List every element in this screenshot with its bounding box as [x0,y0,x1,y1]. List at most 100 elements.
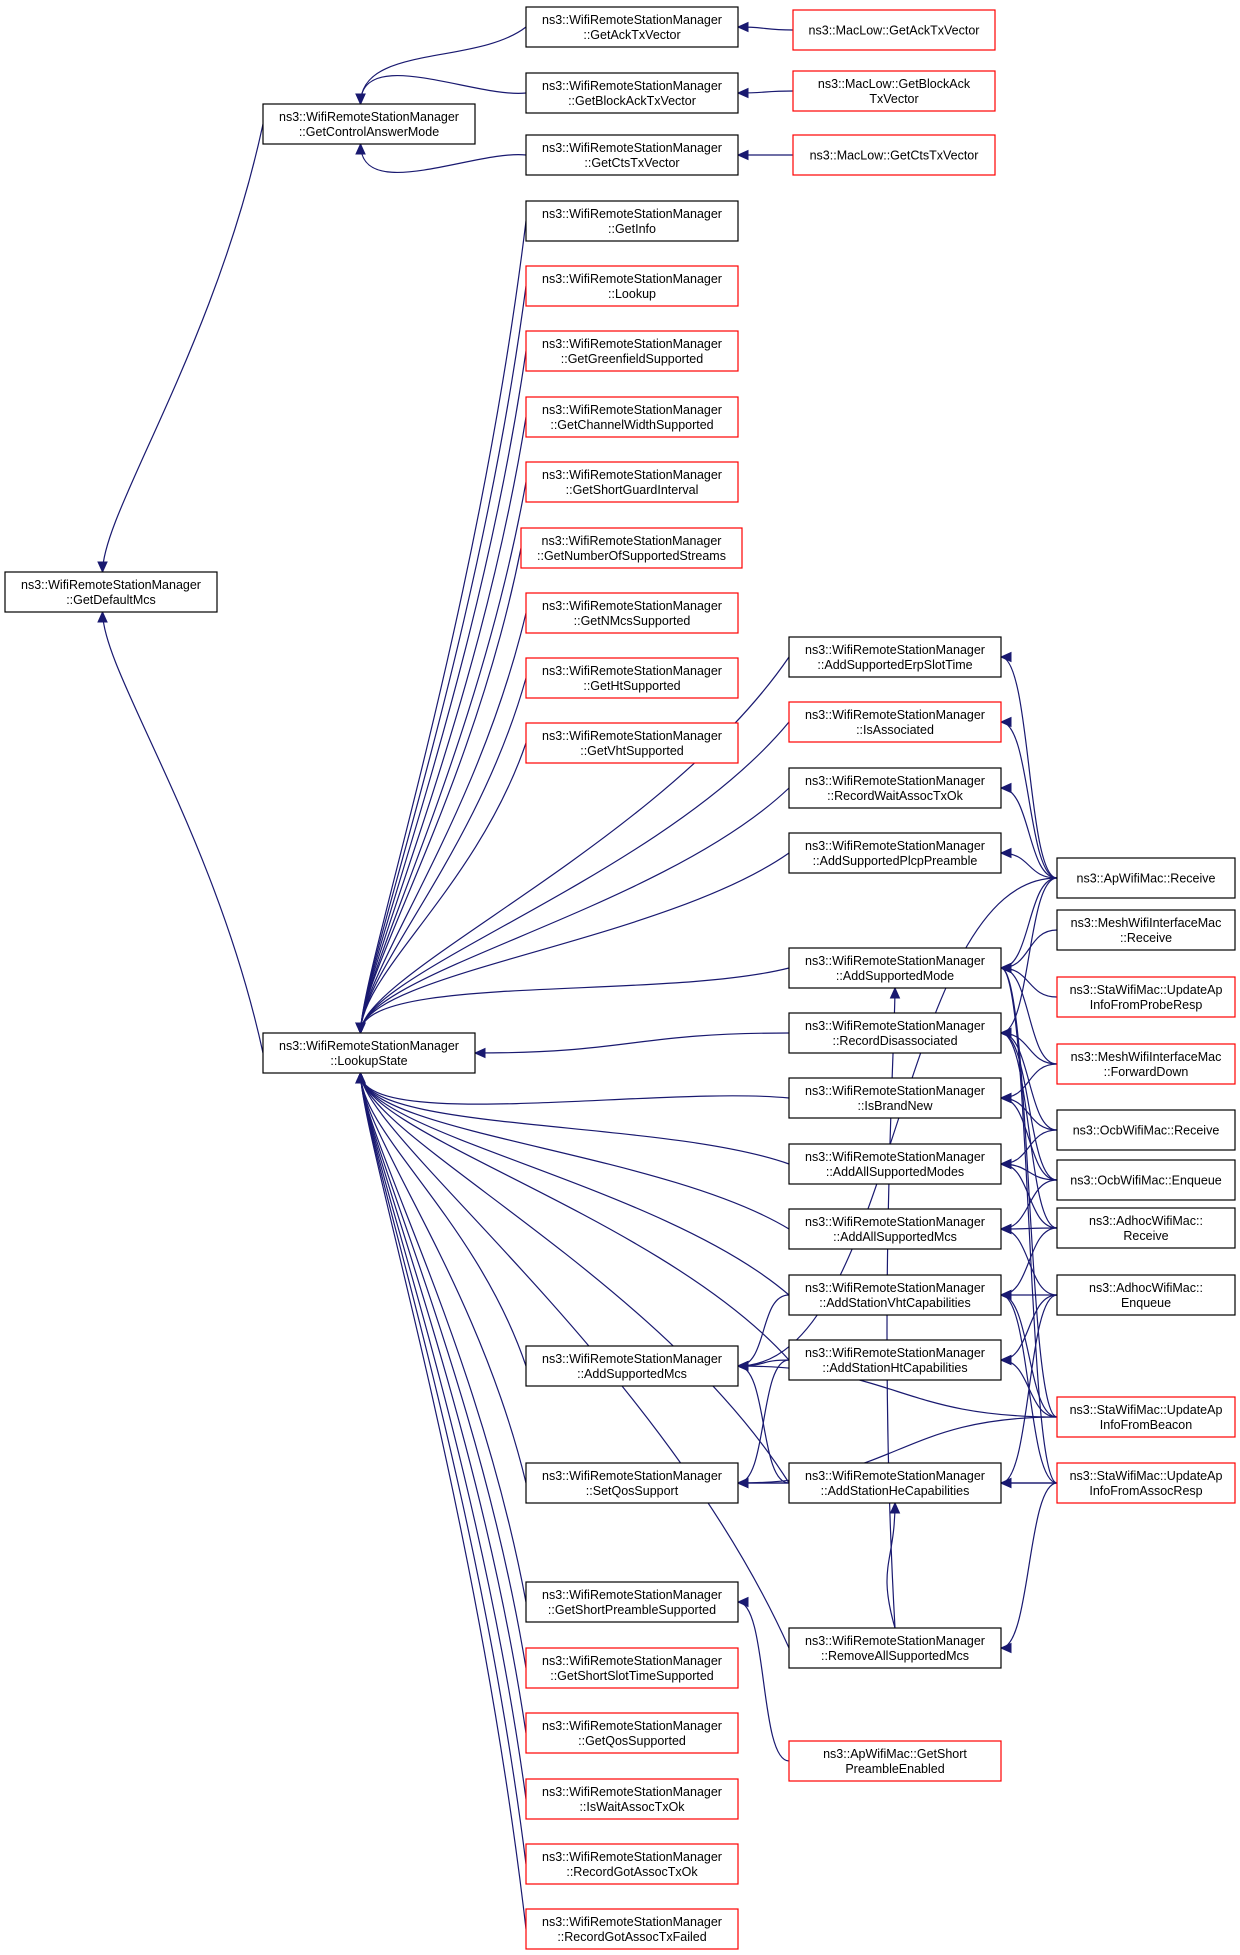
edge-get_blockack-to-gcam [359,75,527,105]
node-mesh-fwd[interactable]: ns3::MeshWifiInterfaceMac::ForwardDown [1056,1043,1236,1085]
node-lookup-state[interactable]: ns3::WifiRemoteStationManager::LookupSta… [262,1032,476,1074]
node-set-qos[interactable]: ns3::WifiRemoteStationManager::SetQosSup… [525,1462,739,1504]
edge-ocb_recv-to-rec_disassoc [1000,1032,1058,1131]
edge-ocb_enq-to-rec_disassoc [1000,1032,1058,1181]
edge-add_all_modes-to-lookup_state [359,1072,790,1165]
edge-ht_sup-to-lookup_state [359,677,527,1034]
node-label-line: ns3::WifiRemoteStationManager [805,1346,985,1360]
node-label-line: ns3::WifiRemoteStationManager [805,708,985,722]
node-get-blockack[interactable]: ns3::WifiRemoteStationManager::GetBlockA… [525,72,739,114]
node-is-brand[interactable]: ns3::WifiRemoteStationManager::IsBrandNe… [788,1077,1002,1119]
edge-rem_all_mcs-to-add_he [886,1502,896,1629]
node-add-he[interactable]: ns3::WifiRemoteStationManager::AddStatio… [788,1462,1002,1504]
edge-ap_recv-to-is_assoc [1000,721,1058,879]
node-label-line: ns3::StaWifiMac::UpdateAp [1070,1469,1223,1483]
node-lookup[interactable]: ns3::WifiRemoteStationManager::Lookup [525,265,739,307]
node-label-line: ns3::WifiRemoteStationManager [805,1019,985,1033]
edge-add_ht-to-set_qos [737,1359,790,1484]
edge-vht_sup-to-lookup_state [359,742,527,1034]
node-greenfield[interactable]: ns3::WifiRemoteStationManager::GetGreenf… [525,330,739,372]
node-nmcs[interactable]: ns3::WifiRemoteStationManager::GetNMcsSu… [525,592,739,634]
node-get-ack[interactable]: ns3::WifiRemoteStationManager::GetAckTxV… [525,6,739,48]
arrowhead-lookup_state [355,1071,366,1084]
node-sta-probe[interactable]: ns3::StaWifiMac::UpdateApInfoFromProbeRe… [1056,976,1236,1018]
node-add-ht[interactable]: ns3::WifiRemoteStationManager::AddStatio… [788,1339,1002,1381]
node-rec-got-failed[interactable]: ns3::WifiRemoteStationManager::RecordGot… [525,1908,739,1950]
arrowhead-rem_all_mcs [999,1642,1012,1654]
node-box [525,1843,739,1885]
edge-is_brand-to-lookup_state [359,1072,790,1105]
node-label-line: ns3::WifiRemoteStationManager [542,1850,722,1864]
node-add-erp[interactable]: ns3::WifiRemoteStationManager::AddSuppor… [788,636,1002,678]
node-root[interactable]: ns3::WifiRemoteStationManager::GetDefaul… [4,571,218,613]
node-maclow-ack[interactable]: ns3::MacLow::GetAckTxVector [792,9,996,51]
node-label-line: ::GetBlockAckTxVector [568,94,696,108]
node-box [788,767,1002,809]
node-add-all-modes[interactable]: ns3::WifiRemoteStationManager::AddAllSup… [788,1143,1002,1185]
node-label-line: ns3::StaWifiMac::UpdateAp [1070,1403,1223,1417]
node-adhoc-enq[interactable]: ns3::AdhocWifiMac::Enqueue [1056,1274,1236,1316]
node-short-slot[interactable]: ns3::WifiRemoteStationManager::GetShortS… [525,1647,739,1689]
node-rec-disassoc[interactable]: ns3::WifiRemoteStationManager::RecordDis… [788,1012,1002,1054]
node-label-line: ::AddStationHtCapabilities [822,1361,967,1375]
node-numstreams[interactable]: ns3::WifiRemoteStationManager::GetNumber… [520,527,743,569]
node-add-mode[interactable]: ns3::WifiRemoteStationManager::AddSuppor… [788,947,1002,989]
arrowhead-add_mode [999,962,1012,974]
node-ap-recv[interactable]: ns3::ApWifiMac::Receive [1056,857,1236,899]
node-mesh-recv[interactable]: ns3::MeshWifiInterfaceMac::Receive [1056,909,1236,951]
node-label-line: ns3::WifiRemoteStationManager [805,1150,985,1164]
node-is-assoc[interactable]: ns3::WifiRemoteStationManager::IsAssocia… [788,701,1002,743]
node-maclow-blockack[interactable]: ns3::MacLow::GetBlockAckTxVector [792,70,996,112]
edge-nmcs-to-lookup_state [359,612,527,1034]
node-get-cts[interactable]: ns3::WifiRemoteStationManager::GetCtsTxV… [525,134,739,176]
node-ocb-enq[interactable]: ns3::OcbWifiMac::Enqueue [1056,1159,1236,1201]
node-rec-got-ok[interactable]: ns3::WifiRemoteStationManager::RecordGot… [525,1843,739,1885]
node-adhoc-recv[interactable]: ns3::AdhocWifiMac::Receive [1056,1207,1236,1249]
node-short-pre[interactable]: ns3::WifiRemoteStationManager::GetShortP… [525,1581,739,1623]
node-add-vht[interactable]: ns3::WifiRemoteStationManager::AddStatio… [788,1274,1002,1316]
node-rec-wait[interactable]: ns3::WifiRemoteStationManager::RecordWai… [788,767,1002,809]
arrowhead-add_vht [999,1289,1012,1301]
edge-gcam-to-root [101,123,264,573]
node-box [525,1345,739,1387]
node-ht-sup[interactable]: ns3::WifiRemoteStationManager::GetHtSupp… [525,657,739,699]
node-box [1056,1109,1236,1151]
edge-add_sup_mcs-to-lookup_state [359,1072,527,1367]
node-qos-sup[interactable]: ns3::WifiRemoteStationManager::GetQosSup… [525,1712,739,1754]
arrowhead-lookup_state [355,1022,366,1035]
edge-greenfield-to-lookup_state [359,350,527,1034]
node-rem-all-mcs[interactable]: ns3::WifiRemoteStationManager::RemoveAll… [788,1627,1002,1669]
node-box [525,722,739,764]
node-shortgi[interactable]: ns3::WifiRemoteStationManager::GetShortG… [525,461,739,503]
edge-adhoc_enq-to-add_all_mcs [1000,1228,1058,1296]
node-chanwidth[interactable]: ns3::WifiRemoteStationManager::GetChanne… [525,396,739,438]
node-label-line: PreambleEnabled [845,1762,944,1776]
node-add-all-mcs[interactable]: ns3::WifiRemoteStationManager::AddAllSup… [788,1208,1002,1250]
node-label-line: ::AddAllSupportedModes [826,1165,964,1179]
node-ocb-recv[interactable]: ns3::OcbWifiMac::Receive [1056,1109,1236,1151]
node-is-wait[interactable]: ns3::WifiRemoteStationManager::IsWaitAss… [525,1778,739,1820]
node-label-line: ::GetInfo [608,222,656,236]
node-vht-sup[interactable]: ns3::WifiRemoteStationManager::GetVhtSup… [525,722,739,764]
node-label-line: ns3::WifiRemoteStationManager [542,1915,722,1929]
node-add-plcp[interactable]: ns3::WifiRemoteStationManager::AddSuppor… [788,832,1002,874]
edge-get_info-to-lookup_state [359,220,527,1034]
node-label-line: ::GetNMcsSupported [574,614,691,628]
node-label-line: ::IsBrandNew [857,1099,933,1113]
node-add-sup-mcs[interactable]: ns3::WifiRemoteStationManager::AddSuppor… [525,1345,739,1387]
node-label-line: ns3::WifiRemoteStationManager [542,1588,722,1602]
arrowhead-get_blockack [736,87,749,99]
node-gcam[interactable]: ns3::WifiRemoteStationManager::GetContro… [262,103,476,145]
edge-add_he-to-lookup_state [359,1072,790,1484]
edge-add_erp-to-lookup_state [359,656,790,1034]
node-sta-assoc[interactable]: ns3::StaWifiMac::UpdateApInfoFromAssocRe… [1056,1462,1236,1504]
arrowhead-add_sup_mcs [736,1360,749,1372]
node-label-line: ::RecordDisassociated [832,1034,957,1048]
arrowhead-is_assoc [999,716,1012,728]
node-label-line: ::GetShortGuardInterval [566,483,699,497]
node-get-info[interactable]: ns3::WifiRemoteStationManager::GetInfo [525,200,739,242]
arrowhead-root [97,561,108,574]
node-maclow-cts[interactable]: ns3::MacLow::GetCtsTxVector [792,134,996,176]
